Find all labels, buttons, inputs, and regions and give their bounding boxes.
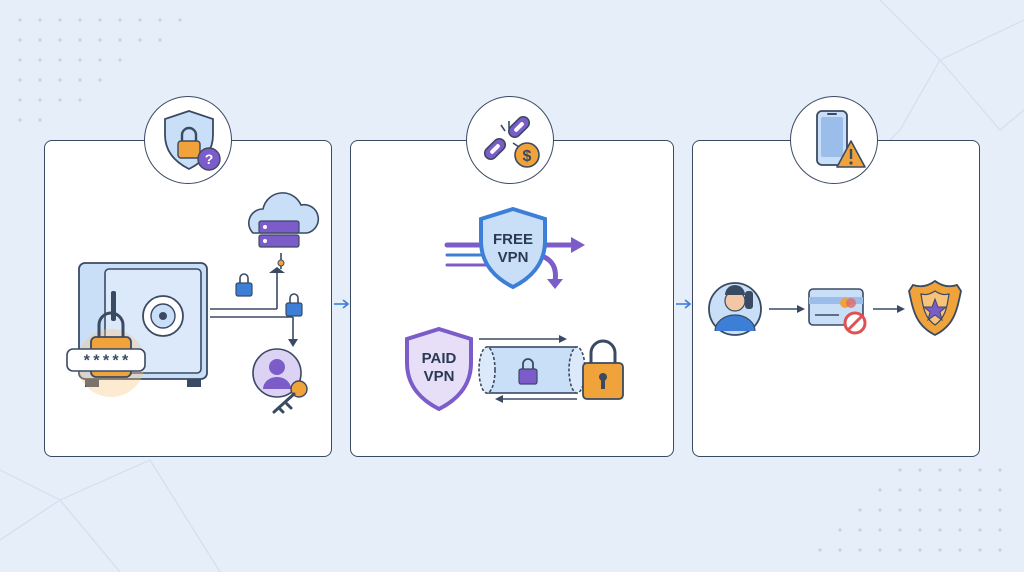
cloud-server-icon [248, 192, 320, 248]
free-vpn-shield-icon: FREE VPN [479, 206, 547, 290]
police-badge-icon [908, 279, 962, 337]
arrow-right-icon [334, 299, 350, 309]
panel-vpn-comparison: FREE VPN PAID VPN [350, 140, 674, 457]
phone-warning-icon [816, 110, 866, 168]
panel-password-security: ***** [44, 140, 332, 457]
free-vpn-label-line1: FREE [493, 231, 533, 248]
panel-3-illustration [708, 279, 962, 337]
small-lock-icon [285, 293, 303, 317]
paid-vpn-label-line2: VPN [424, 368, 455, 385]
caller-icon [708, 282, 762, 336]
password-mask: ***** [82, 353, 130, 371]
credit-card-blocked-icon [808, 288, 867, 335]
paid-vpn-shield-icon: PAID VPN [405, 326, 473, 412]
panel-2-illustration: FREE VPN PAID VPN [405, 206, 624, 412]
connection-lines [210, 253, 294, 343]
svg-text:$: $ [523, 148, 532, 165]
password-field-icon: ***** [66, 348, 146, 372]
broken-chain-dollar-icon: $ [483, 115, 540, 168]
encrypted-tunnel-icon [478, 335, 586, 403]
badge-phone-warning [790, 96, 878, 184]
svg-text:?: ? [205, 151, 214, 167]
panel-1-illustration: ***** [66, 192, 320, 414]
padlock-icon [582, 339, 624, 400]
free-vpn-label-line2: VPN [498, 249, 529, 266]
shield-lock-question-icon: ? [164, 110, 221, 171]
user-key-icon [252, 348, 308, 414]
paid-vpn-label-line1: PAID [422, 350, 457, 367]
arrow-right-icon [676, 299, 692, 309]
small-lock-icon [235, 273, 253, 297]
badge-shield-lock-question: ? [144, 96, 232, 184]
badge-broken-chain-dollar: $ [466, 96, 554, 184]
panel-scam-call [692, 140, 980, 457]
